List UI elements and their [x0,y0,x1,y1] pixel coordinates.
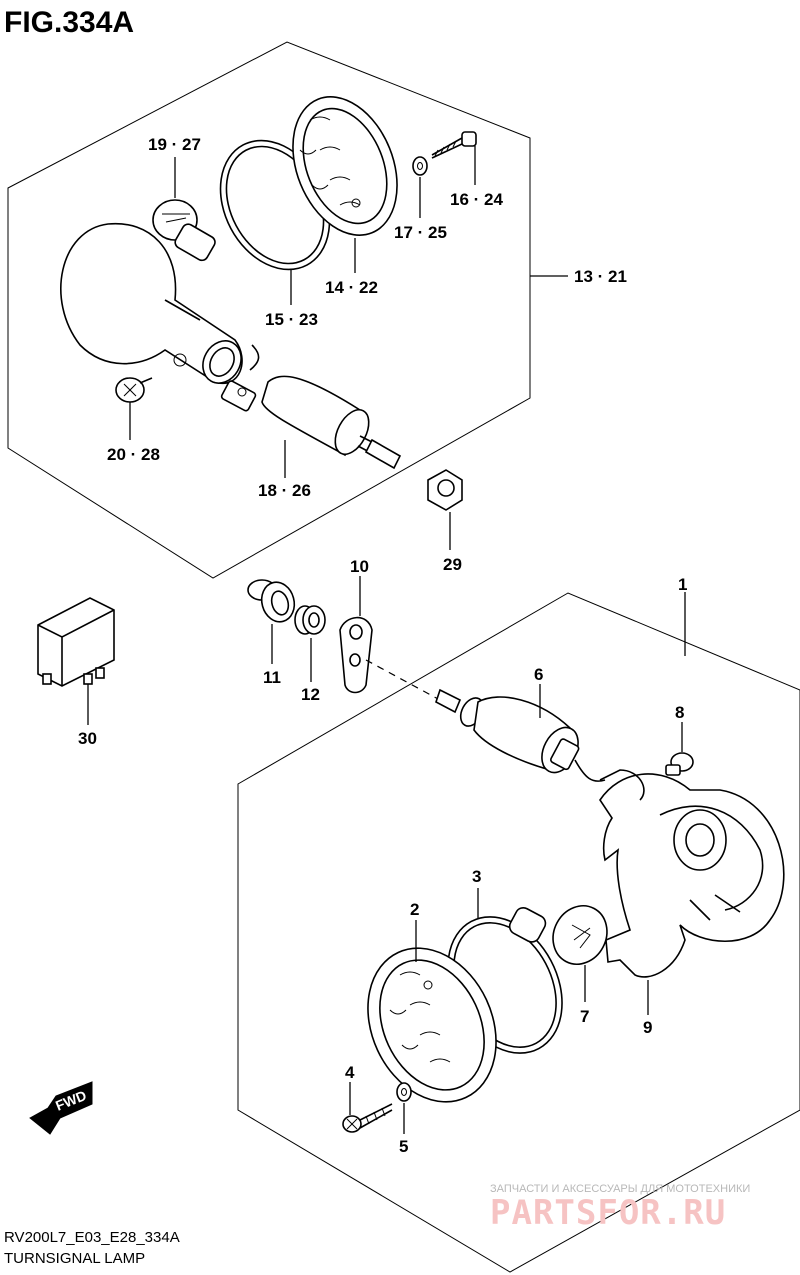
socket-18 [220,344,402,470]
washer-5 [396,1082,412,1102]
callout-18-26: 18 · 26 [258,481,311,500]
figure-code: RV200L7_E03_E28_334A [4,1229,180,1246]
screw-4 [342,1103,393,1133]
callout-20-28: 20 · 28 [107,445,160,464]
housing-13 [60,222,243,385]
housing-9 [599,769,785,978]
screw-20 [115,377,153,403]
callout-10: 10 [350,557,369,576]
alignment-dash [365,659,441,701]
relay-30 [37,597,115,687]
assembly-outline-13 [7,41,531,579]
screw-8 [665,752,694,776]
callout-3: 3 [472,867,481,886]
callout-7: 7 [580,1007,589,1026]
callout-13-21: 13 · 21 [574,267,627,286]
watermark-tagline: ЗАПЧАСТИ И АКСЕССУАРЫ ДЛЯ МОТОТЕХНИКИ [490,1183,750,1195]
assembly-outline-1 [237,592,800,1273]
callout-6: 6 [534,665,543,684]
socket-6 [435,688,606,782]
grommet-11 [247,579,296,623]
bracket-10 [339,616,373,694]
callout-19-27: 19 · 27 [148,135,201,154]
callout-14-22: 14 · 22 [325,278,378,297]
callout-11: 11 [263,668,281,687]
callout-17-25: 17 · 25 [394,223,447,242]
nut-29 [427,469,463,511]
figure-title: FIG.334A [4,6,134,39]
callout-1: 1 [678,575,687,594]
callout-30: 30 [78,729,97,748]
lens-2 [367,947,497,1103]
fwd-arrow-badge: FWD [29,1081,93,1135]
callout-12: 12 [301,685,320,704]
screw-16 [431,131,477,159]
watermark-brand: PARTSFOR.RU [490,1193,726,1233]
callout-5: 5 [399,1137,408,1156]
bulb-7 [508,905,608,965]
bulb-19 [152,199,216,262]
callout-4: 4 [345,1063,355,1082]
callout-29: 29 [443,555,462,574]
figure-name: TURNSIGNAL LAMP [4,1250,145,1267]
callout-16-24: 16 · 24 [450,190,503,209]
callout-8: 8 [675,703,684,722]
callout-15-23: 15 · 23 [265,310,318,329]
washer-17 [412,156,428,176]
callout-2: 2 [410,900,419,919]
collar-12 [294,605,326,635]
callout-9: 9 [643,1018,652,1037]
lens-14 [292,96,398,236]
